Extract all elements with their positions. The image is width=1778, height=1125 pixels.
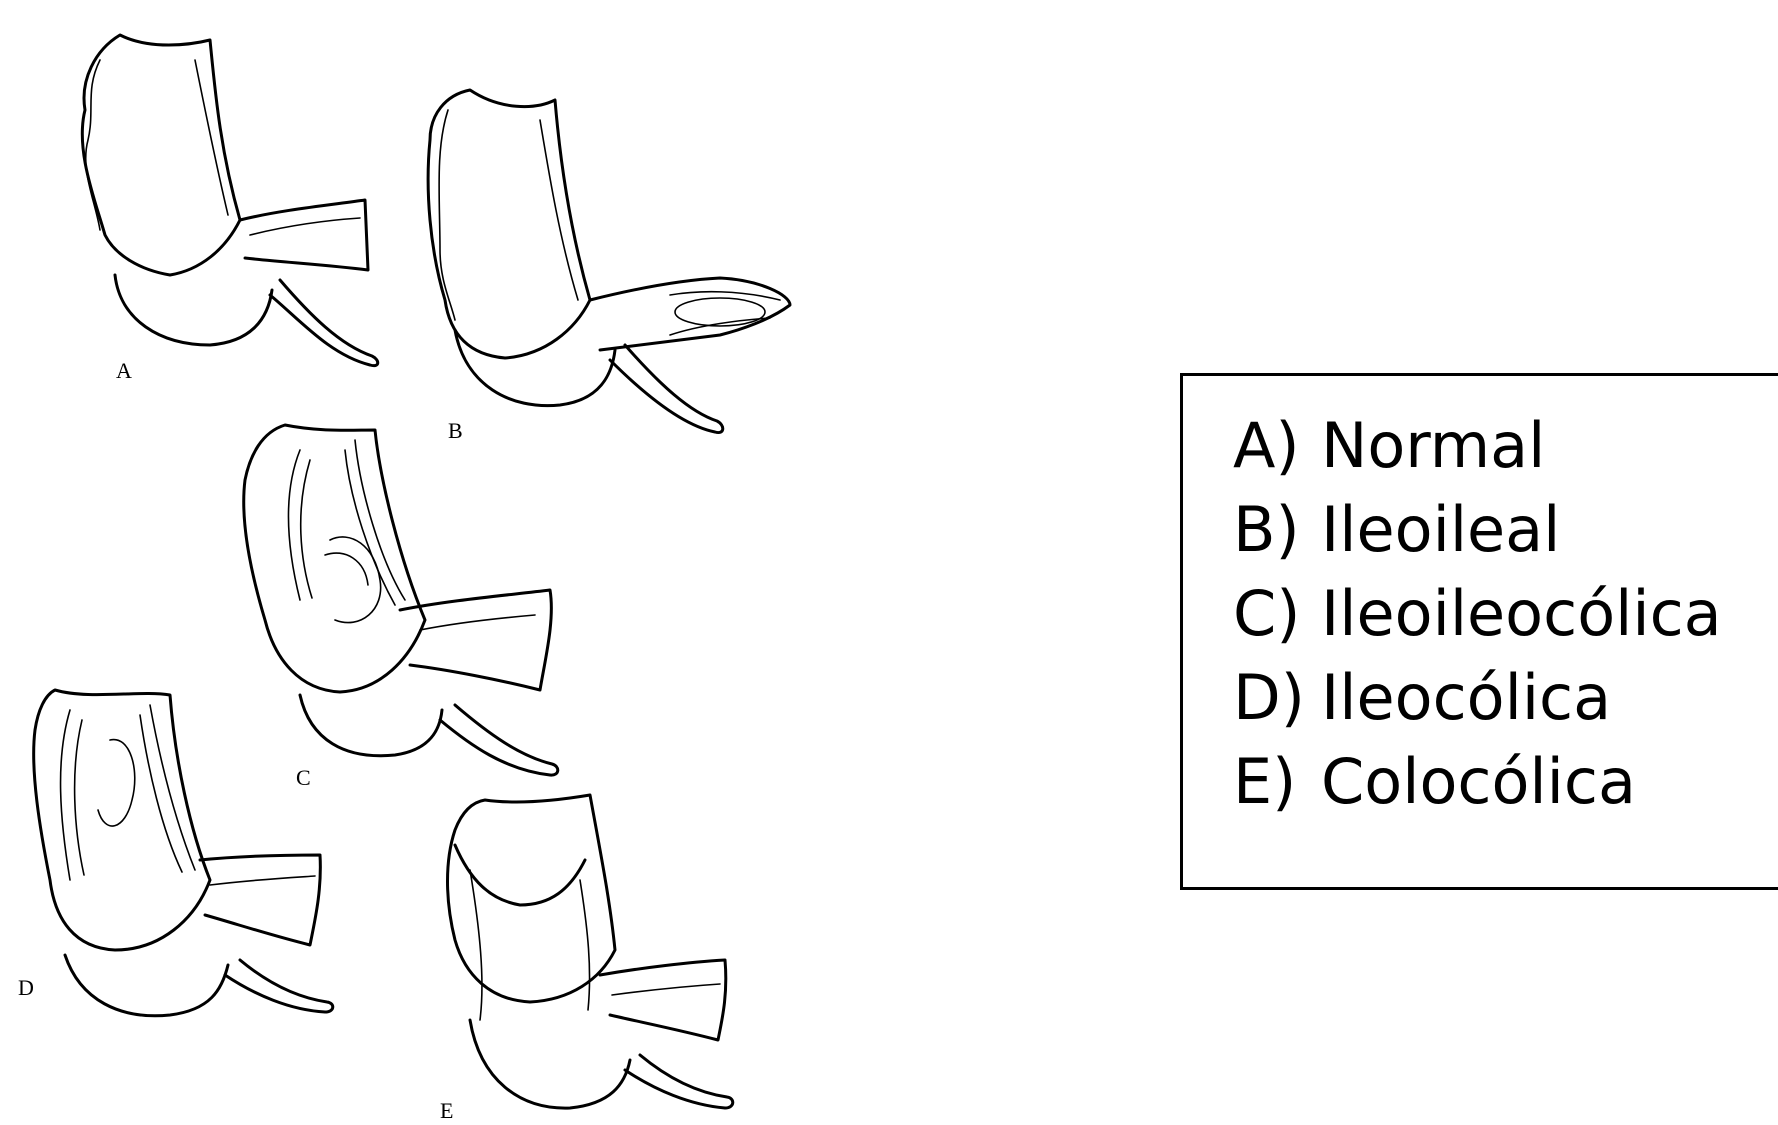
figure-c-ileoileocolica: C: [244, 425, 558, 790]
figure-b-ileoileal: B: [428, 90, 790, 443]
legend-text: Ileocólica: [1321, 661, 1611, 734]
legend-item-b: B)Ileoileal: [1233, 488, 1778, 572]
legend-key: C): [1233, 572, 1321, 656]
figure-label-e: E: [440, 1098, 453, 1123]
figure-label-d: D: [18, 975, 34, 1000]
legend-key: A): [1233, 404, 1321, 488]
legend-item-e: E)Colocólica: [1233, 740, 1778, 824]
figure-label-a: A: [116, 358, 132, 383]
legend-key: B): [1233, 488, 1321, 572]
legend-item-d: D)Ileocólica: [1233, 656, 1778, 740]
figure-d-ileocolica: D: [18, 690, 333, 1016]
legend-text: Ileoileocólica: [1321, 577, 1722, 650]
legend-item-a: A)Normal: [1233, 404, 1778, 488]
legend-text: Ileoileal: [1321, 493, 1560, 566]
legend-item-c: C)Ileoileocólica: [1233, 572, 1778, 656]
figure-label-b: B: [448, 418, 463, 443]
legend-key: D): [1233, 656, 1321, 740]
figure-e-colocolica: E: [440, 795, 733, 1123]
legend-text: Normal: [1321, 409, 1545, 482]
legend-key: E): [1233, 740, 1321, 824]
legend-box: A)Normal B)Ileoileal C)Ileoileocólica D)…: [1180, 373, 1778, 890]
legend-text: Colocólica: [1321, 745, 1636, 818]
figure-a-normal: A: [82, 35, 377, 383]
intussusception-illustrations: A B C D: [0, 0, 800, 1125]
legend-list: A)Normal B)Ileoileal C)Ileoileocólica D)…: [1183, 376, 1778, 824]
figure-label-c: C: [296, 765, 311, 790]
